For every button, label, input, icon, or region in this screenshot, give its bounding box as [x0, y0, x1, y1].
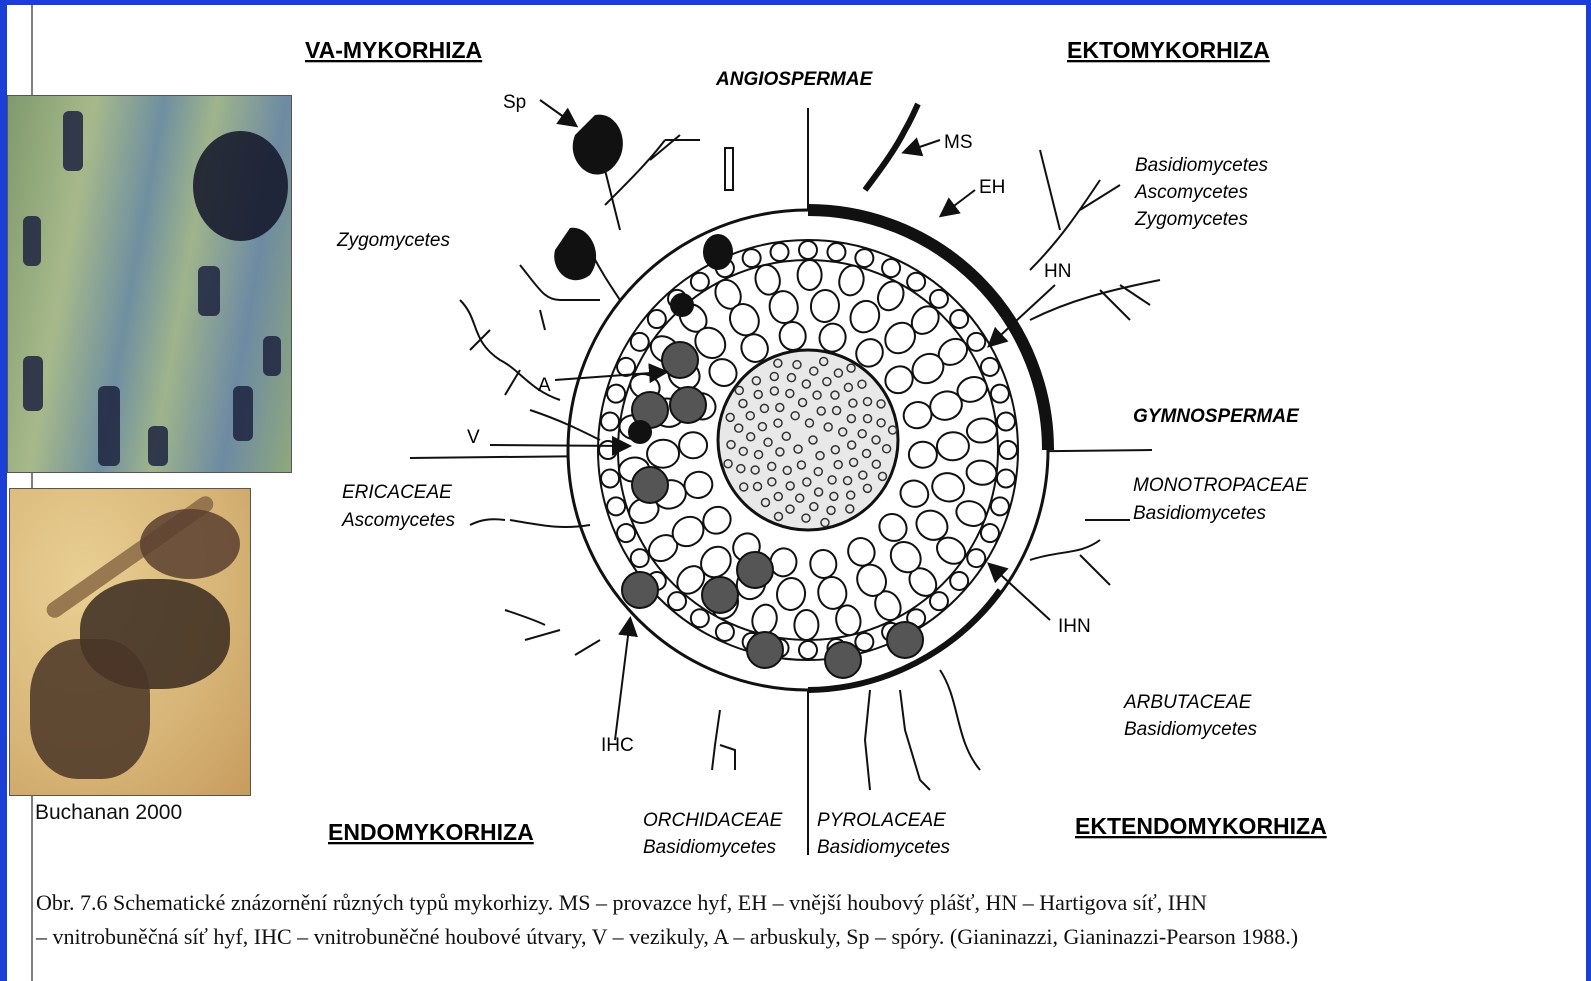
taxon-ekto-3: Zygomycetes	[1134, 209, 1248, 230]
taxon-ekto-2: Ascomycetes	[1134, 182, 1248, 203]
taxon-pyro-2: Basidiomycetes	[817, 837, 951, 858]
label-v: V	[467, 427, 480, 448]
group-angio: ANGIOSPERMAE	[715, 69, 874, 90]
figure-caption: Obr. 7.6 Schematické znázornění různých …	[36, 886, 1566, 954]
title-ekto: EKTOMYKORHIZA	[1067, 37, 1270, 63]
taxon-orch-1: ORCHIDACEAE	[643, 810, 783, 831]
taxon-eric-1: ERICACEAE	[342, 482, 452, 503]
title-endo: ENDOMYKORHIZA	[328, 819, 534, 845]
caption-line-2: – vnitrobuněčná síť hyf, IHC – vnitrobun…	[36, 920, 1566, 954]
taxon-eric-2: Ascomycetes	[341, 510, 455, 531]
label-hn: HN	[1044, 261, 1071, 282]
title-va: VA-MYKORHIZA	[305, 37, 482, 63]
taxon-mono-1: MONOTROPACEAE	[1133, 475, 1308, 496]
caption-line-1: Obr. 7.6 Schematické znázornění různých …	[36, 886, 1566, 920]
taxon-mono-2: Basidiomycetes	[1133, 503, 1267, 524]
label-sp: Sp	[503, 92, 526, 113]
label-a: A	[538, 375, 551, 396]
taxon-zygo: Zygomycetes	[336, 230, 450, 251]
taxon-pyro-1: PYROLACEAE	[817, 810, 946, 831]
taxon-orch-2: Basidiomycetes	[643, 837, 777, 858]
taxon-arbu-2: Basidiomycetes	[1124, 719, 1258, 740]
taxon-arbu-1: ARBUTACEAE	[1123, 692, 1252, 713]
title-ektendo: EKTENDOMYKORHIZA	[1075, 813, 1327, 839]
taxon-ekto-1: Basidiomycetes	[1135, 155, 1269, 176]
group-gymno: GYMNOSPERMAE	[1133, 406, 1300, 427]
label-ms: MS	[944, 132, 973, 153]
label-ihc: IHC	[601, 735, 634, 756]
root-cross-section	[568, 210, 1048, 690]
label-eh: EH	[979, 177, 1005, 198]
label-ihn: IHN	[1058, 616, 1091, 637]
